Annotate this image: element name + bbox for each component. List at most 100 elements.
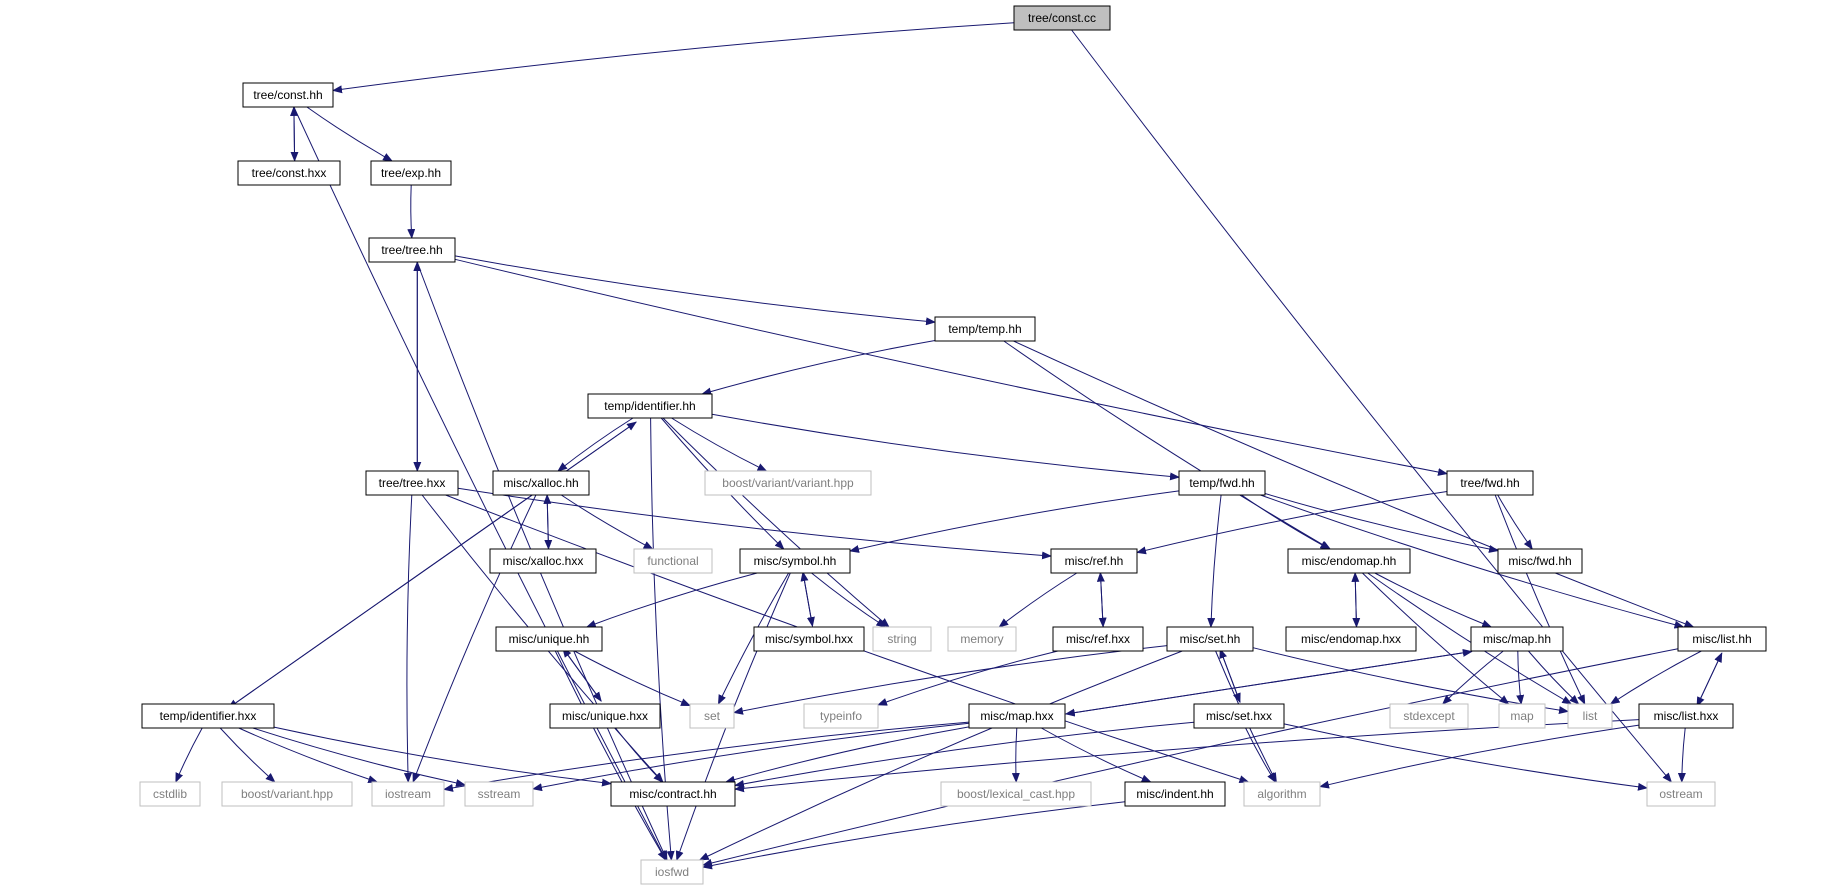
node-contract[interactable]: misc/contract.hh — [610, 781, 736, 807]
node-label: misc/unique.hh — [509, 632, 590, 646]
edge-list_hxx-to-algorithm — [1319, 724, 1640, 789]
node-temp-fwd[interactable]: temp/fwd.hh — [1178, 470, 1266, 496]
node-label: algorithm — [1257, 787, 1306, 801]
node-tree-hh[interactable]: tree/tree.hh — [368, 237, 456, 263]
node-const-cc[interactable]: tree/const.cc — [1013, 5, 1111, 31]
edge-tree_hh-to-temp_hh — [454, 255, 936, 326]
edge-symbol_hh-to-string — [811, 572, 887, 628]
node-misc-fwd[interactable]: misc/fwd.hh — [1497, 548, 1583, 574]
node-ref-hxx[interactable]: misc/ref.hxx — [1052, 626, 1144, 652]
node-memory: memory — [947, 626, 1017, 652]
node-const-hh[interactable]: tree/const.hh — [242, 82, 334, 108]
node-iostream: iostream — [371, 781, 445, 807]
edge-map_hh-to-list — [1528, 650, 1580, 705]
node-list: list — [1567, 703, 1613, 729]
node-ident-hh[interactable]: temp/identifier.hh — [587, 393, 713, 419]
node-box — [1052, 626, 1144, 652]
node-ident-hxx[interactable]: temp/identifier.hxx — [141, 703, 275, 729]
edge-ident_hxx-to-boost_var2 — [219, 727, 276, 783]
edge-ident_hxx-to-iostream — [238, 727, 379, 783]
node-xalloc-hxx[interactable]: misc/xalloc.hxx — [489, 548, 597, 574]
node-exp-hh[interactable]: tree/exp.hh — [370, 160, 452, 186]
edge-unique_hxx-to-unique_hh — [562, 647, 602, 702]
node-label: typeinfo — [820, 709, 862, 723]
node-label: boost/variant.hpp — [241, 787, 333, 801]
node-label: misc/set.hh — [1180, 632, 1241, 646]
edge-set_hh-to-set — [733, 645, 1168, 715]
node-label: map — [1510, 709, 1534, 723]
edge-list_hxx-to-ostream — [1677, 727, 1686, 783]
node-box — [1677, 626, 1767, 652]
node-list-hh[interactable]: misc/list.hh — [1677, 626, 1767, 652]
node-unique-hxx[interactable]: misc/unique.hxx — [549, 703, 661, 729]
node-box — [1646, 781, 1716, 807]
node-xalloc-hh[interactable]: misc/xalloc.hh — [492, 470, 590, 496]
node-box — [495, 626, 603, 652]
node-label: misc/map.hh — [1483, 632, 1551, 646]
node-indent[interactable]: misc/indent.hh — [1124, 781, 1226, 807]
node-map-hxx[interactable]: misc/map.hxx — [968, 703, 1066, 729]
node-box — [1638, 703, 1734, 729]
edge-ref_hh-to-memory — [998, 572, 1078, 628]
node-label: functional — [647, 554, 698, 568]
node-map-hh[interactable]: misc/map.hh — [1470, 626, 1564, 652]
node-endomap-hh[interactable]: misc/endomap.hh — [1287, 548, 1411, 574]
node-label: tree/exp.hh — [381, 166, 441, 180]
node-endomap-hxx[interactable]: misc/endomap.hxx — [1285, 626, 1417, 652]
node-box — [368, 237, 456, 263]
node-label: cstdlib — [153, 787, 187, 801]
node-ref-hh[interactable]: misc/ref.hh — [1050, 548, 1138, 574]
node-box — [872, 626, 932, 652]
node-box — [633, 548, 713, 574]
node-label: tree/const.hh — [253, 88, 322, 102]
node-box — [489, 548, 597, 574]
node-box — [221, 781, 353, 807]
node-const-hxx[interactable]: tree/const.hxx — [237, 160, 341, 186]
edge-tree_hxx-to-ref_hh — [457, 487, 1052, 560]
node-box — [1287, 548, 1411, 574]
node-label: misc/unique.hxx — [562, 709, 648, 723]
node-ostream: ostream — [1646, 781, 1716, 807]
node-box — [365, 470, 459, 496]
node-cstdlib: cstdlib — [139, 781, 201, 807]
node-unique-hh[interactable]: misc/unique.hh — [495, 626, 603, 652]
node-label: tree/tree.hxx — [379, 476, 446, 490]
node-label: misc/xalloc.hxx — [503, 554, 584, 568]
node-symbol-hh[interactable]: misc/symbol.hh — [739, 548, 851, 574]
edge-endomap_hh-to-map — [1362, 572, 1510, 705]
node-list-hxx[interactable]: misc/list.hxx — [1638, 703, 1734, 729]
node-box — [1013, 5, 1111, 31]
edge-set_hxx-to-set_hh — [1219, 648, 1241, 703]
node-box — [1497, 548, 1583, 574]
node-label: memory — [960, 632, 1003, 646]
edge-tree_fwd-to-ref_hh — [1136, 491, 1448, 555]
node-label: temp/identifier.hh — [604, 399, 695, 413]
node-tree-fwd[interactable]: tree/fwd.hh — [1446, 470, 1534, 496]
node-label: misc/endomap.hh — [1302, 554, 1397, 568]
node-box — [139, 781, 201, 807]
node-label: tree/const.hxx — [252, 166, 327, 180]
node-symbol-hxx[interactable]: misc/symbol.hxx — [753, 626, 865, 652]
node-set-hh[interactable]: misc/set.hh — [1166, 626, 1254, 652]
node-set-hxx[interactable]: misc/set.hxx — [1193, 703, 1285, 729]
edge-map_hh-to-map — [1516, 650, 1525, 705]
edge-list_hxx-to-contract — [734, 719, 1640, 793]
node-label: misc/ref.hxx — [1066, 632, 1130, 646]
edge-layer — [175, 22, 1723, 870]
node-algorithm: algorithm — [1243, 781, 1321, 807]
node-boost-var: boost/variant/variant.hpp — [704, 470, 872, 496]
node-string: string — [872, 626, 932, 652]
edge-tree_hxx-to-iostream — [403, 494, 413, 783]
node-box — [968, 703, 1066, 729]
node-label: misc/contract.hh — [629, 787, 716, 801]
edge-tree_fwd-to-misc_fwd — [1497, 494, 1533, 550]
edge-temp_fwd-to-list_hh — [1260, 494, 1685, 629]
node-temp-hh[interactable]: temp/temp.hh — [934, 316, 1036, 342]
node-tree-hxx[interactable]: tree/tree.hxx — [365, 470, 459, 496]
edge-symbol_hh-to-set — [717, 572, 790, 705]
node-box — [1389, 703, 1469, 729]
node-typeinfo: typeinfo — [803, 703, 879, 729]
node-label: string — [887, 632, 916, 646]
edge-const_hxx-to-const_hh — [290, 105, 299, 161]
